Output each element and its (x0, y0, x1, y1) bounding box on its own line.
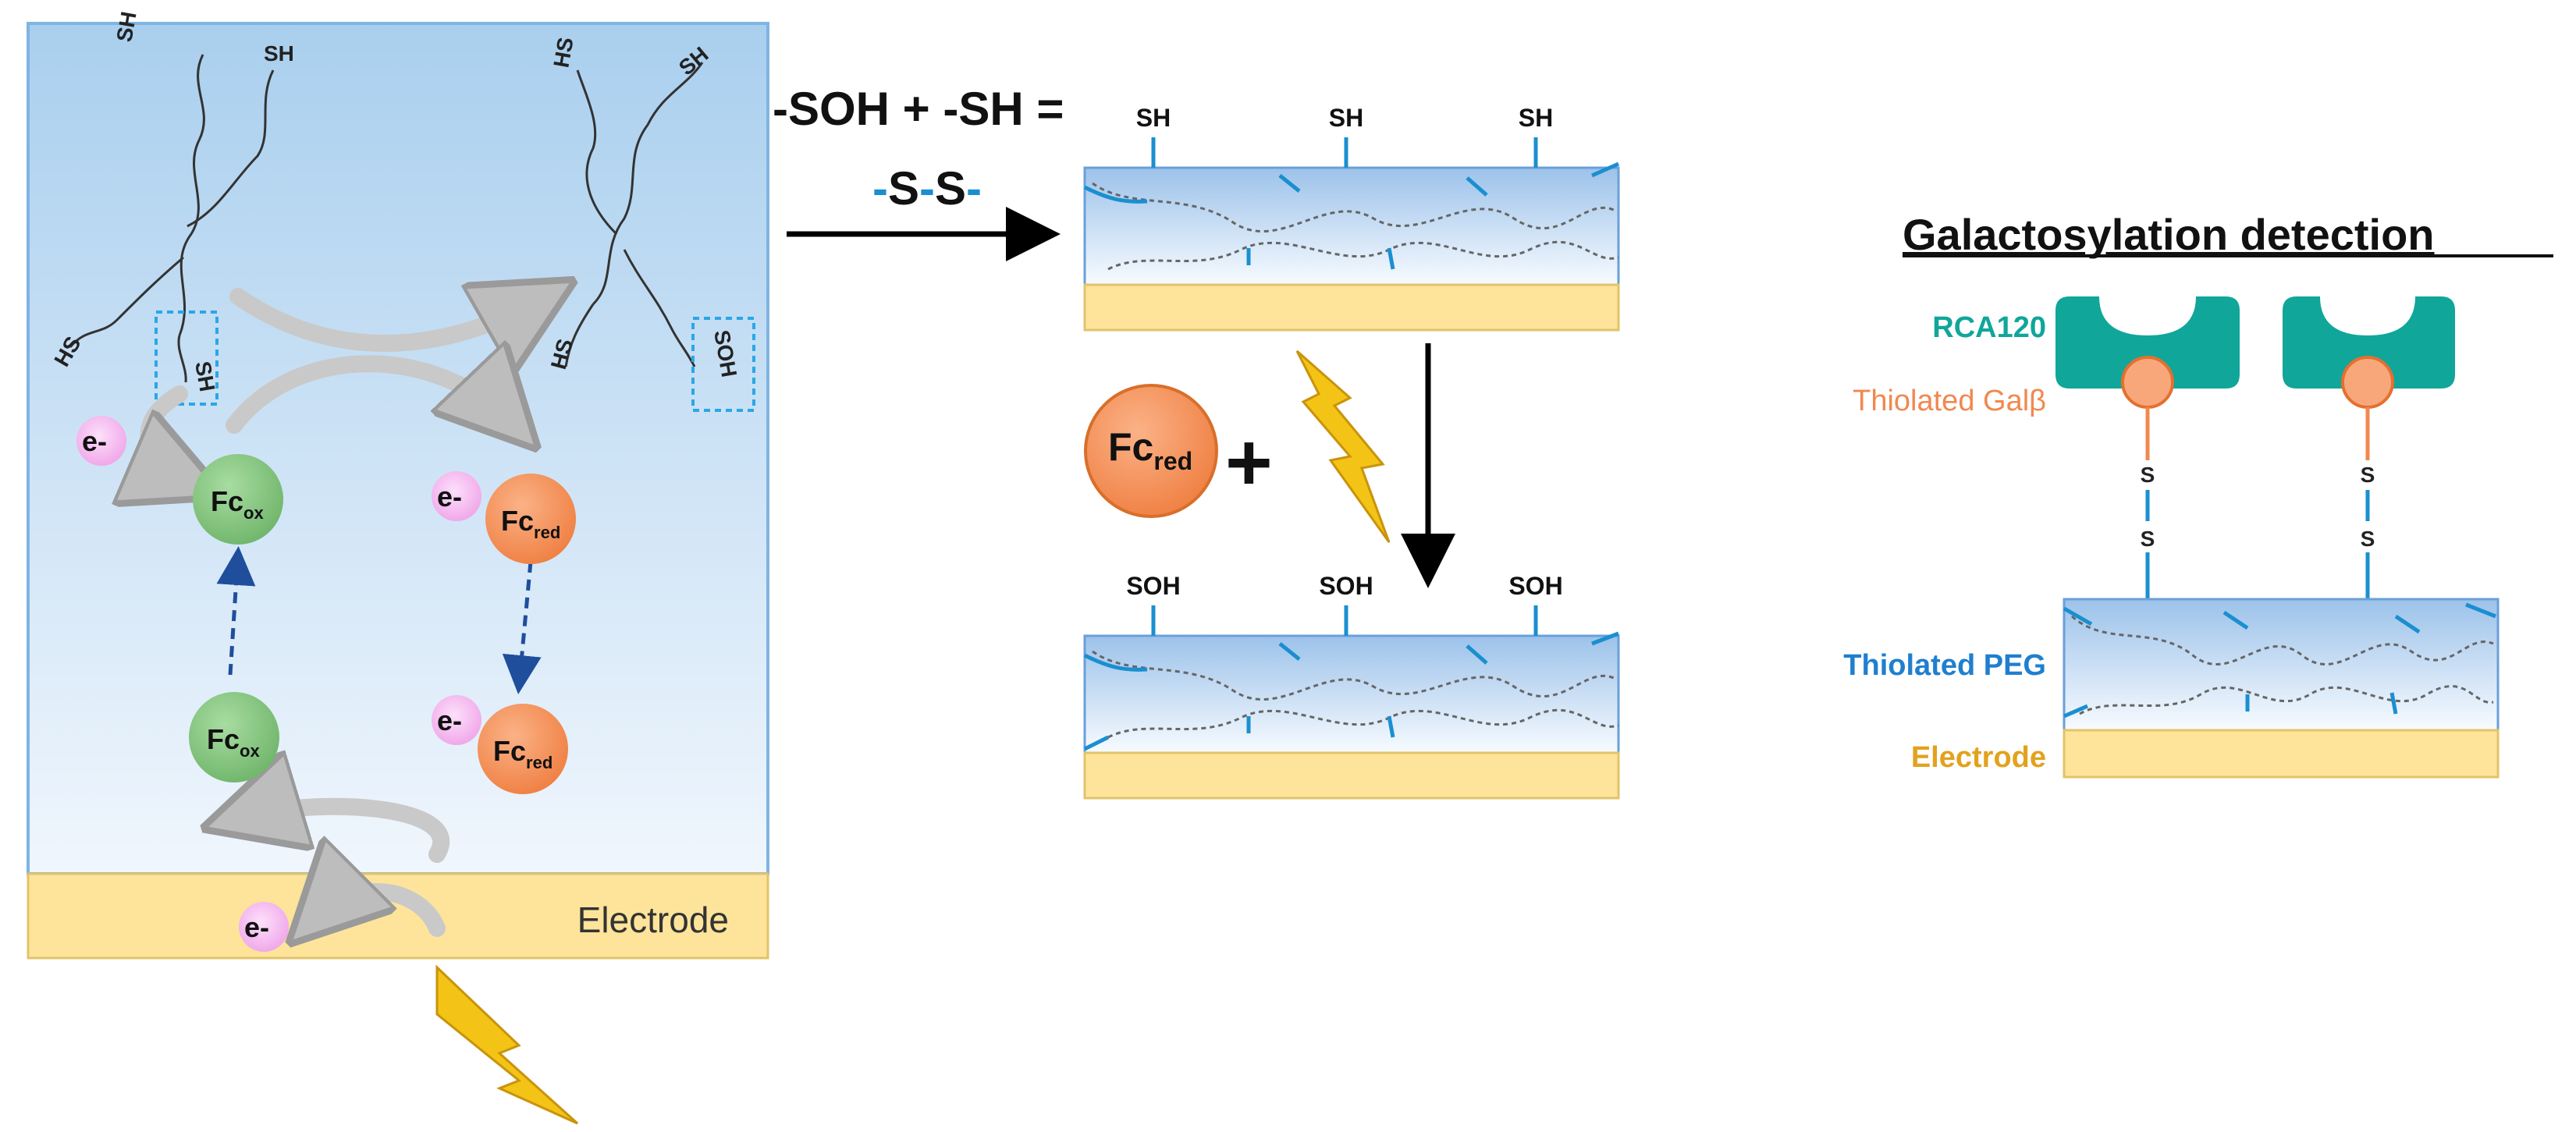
fc-ox-lower: Fcox (189, 692, 279, 782)
svg-text:e-: e- (437, 481, 462, 513)
middle-top-surface: SH SH SH (1083, 104, 1620, 332)
fc-red-middle: Fcred (1084, 384, 1218, 518)
thiol-group-label: SH (1329, 104, 1363, 132)
svg-text:e-: e- (82, 425, 107, 457)
sh-terminal: HS (549, 35, 577, 69)
electrode-label: Electrode (577, 900, 729, 940)
peg-layer (1083, 634, 1620, 754)
electrode-layer (1083, 283, 1620, 332)
disulfide-product: -S-S- (872, 162, 982, 215)
thiol-linkers (2063, 602, 2496, 719)
svg-text:Fcred: Fcred (493, 735, 553, 772)
lightning-icon (1295, 350, 1391, 543)
thiolated-peg-label: Thiolated PEG (1843, 649, 2046, 682)
electron: e- (432, 471, 481, 521)
svg-text:Fcox: Fcox (211, 485, 264, 523)
lightning-icon (435, 964, 579, 1125)
left-panel: Electrode SH SH HS SH HS SH HS SOH (27, 9, 769, 1125)
fc-ox-upper: Fcox (193, 454, 283, 545)
sulfur-atom: S (2361, 463, 2375, 487)
thiol-group-label: SH (1136, 104, 1171, 132)
electrode-layer (1083, 751, 1620, 800)
svg-text:e-: e- (244, 911, 269, 943)
peg-layer (1083, 166, 1620, 286)
peg-layer (2063, 598, 2500, 732)
sulfur-atom: S (2141, 527, 2155, 551)
panel-title: Galactosylation detection (1903, 210, 2435, 259)
galactose-icon (2121, 356, 2174, 409)
sh-terminal: SH (112, 9, 140, 44)
electron: e- (76, 416, 126, 466)
svg-text:Fcox: Fcox (207, 723, 260, 761)
electron: e- (432, 695, 481, 745)
plus-sign: + (1225, 417, 1273, 508)
electron-transfer-arrow (216, 546, 256, 676)
sh-terminal: SH (264, 41, 294, 66)
thiol-linkers (1083, 161, 1620, 270)
svg-text:e-: e- (437, 704, 462, 736)
rca120-label: RCA120 (1932, 311, 2046, 344)
thiol-linkers (1083, 631, 1619, 751)
reaction-equation: -SOH + -SH = -S-S- (773, 83, 1064, 261)
reaction-equation-text: -SOH + -SH = (773, 83, 1064, 135)
electron: e- (239, 902, 289, 952)
sh-group-boxed: SH (190, 360, 219, 394)
thiol-group-label: SH (1519, 104, 1553, 132)
fc-red-upper: Fcred (485, 474, 576, 564)
svg-text:Fcred: Fcred (501, 505, 560, 542)
thiolated-gal-label: Thiolated Galβ (1853, 385, 2046, 417)
rca120-lectin (2283, 296, 2455, 389)
rca120-lectin (2055, 296, 2240, 389)
galactosylation-panel: Galactosylation detection RCA120 Thiolat… (1843, 210, 2553, 779)
electron-transfer-arrow (502, 561, 542, 694)
middle-bottom-surface: SOH SOH SOH (1083, 572, 1620, 800)
peg-chains (2071, 615, 2494, 715)
peg-molecule-left (69, 54, 275, 383)
sulfur-atom: S (2141, 463, 2155, 487)
sulfenic-group-label: SOH (1319, 572, 1373, 600)
galactose-icon (2341, 356, 2394, 409)
sulfenic-group-label: SOH (1126, 572, 1180, 600)
electrode-layer (2063, 729, 2500, 779)
sulfenic-group-label: SOH (1508, 572, 1562, 600)
sulfur-atom: S (2361, 527, 2375, 551)
electrode-label: Electrode (1911, 741, 2046, 774)
redox-cycle-arrows (149, 296, 546, 928)
fc-red-lower: Fcred (478, 704, 568, 794)
panel-background (27, 22, 769, 875)
svg-text:Fcred: Fcred (1108, 425, 1192, 475)
